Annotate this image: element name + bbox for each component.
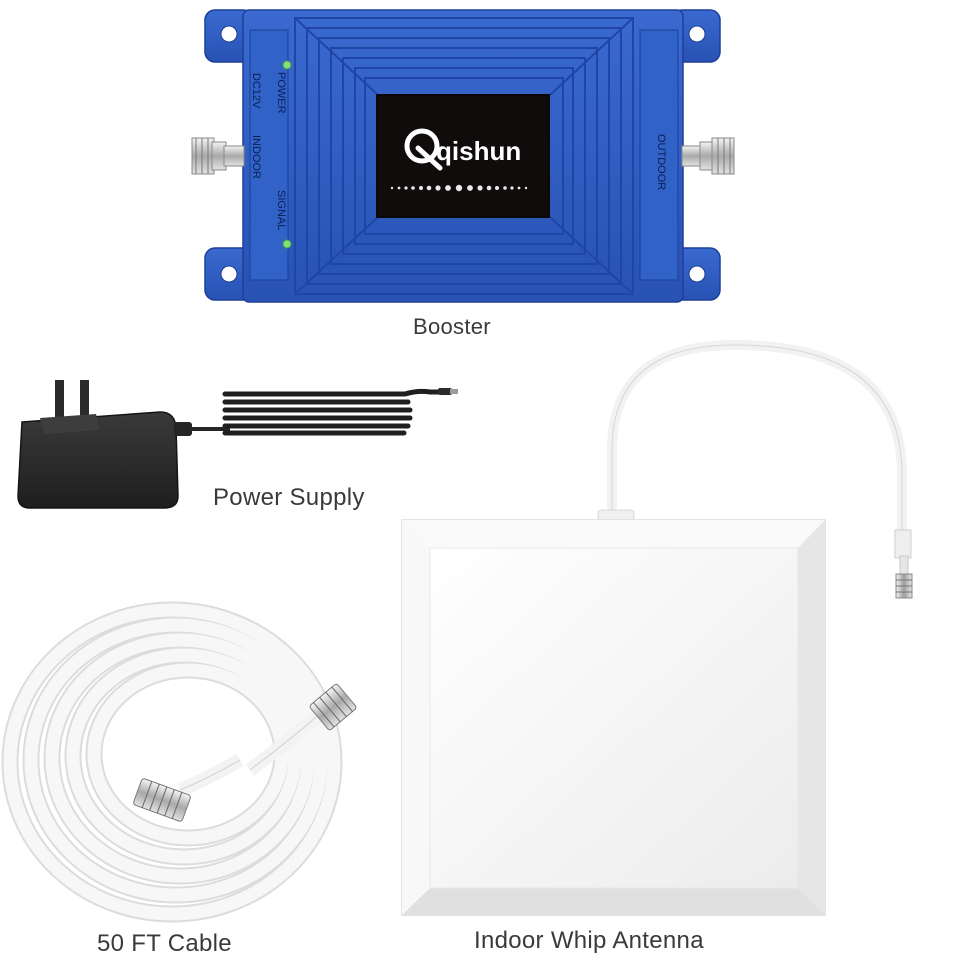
plug-prong-icon — [55, 380, 64, 428]
cable-connector-icon — [133, 778, 191, 822]
dc12v-label: DC12V — [250, 73, 262, 109]
booster-brand-text: qishun — [436, 136, 521, 166]
booster-heat-ridges — [294, 17, 634, 295]
indoor-label: INDOOR — [250, 135, 262, 179]
power-supply-caption: Power Supply — [213, 484, 365, 511]
signal-dots-indicator — [390, 184, 528, 192]
booster-caption: Booster — [413, 314, 491, 339]
indoor-antenna — [401, 339, 913, 916]
mount-hole-icon — [220, 25, 706, 283]
antenna-connector-icon — [894, 529, 913, 599]
indoor-connector-icon — [191, 137, 245, 175]
signal-led-icon — [282, 239, 292, 249]
dc-plug-icon — [438, 388, 452, 395]
power-label: POWER — [275, 72, 287, 114]
antenna-caption: Indoor Whip Antenna — [474, 927, 704, 954]
outdoor-connector-icon — [681, 137, 735, 175]
signal-label: SIGNAL — [275, 190, 287, 230]
cable-connector-icon — [309, 683, 357, 731]
power-supply-adapter — [17, 380, 458, 509]
outdoor-label: OUTDOOR — [655, 134, 667, 190]
booster-device: qishun DC12V POWER INDOOR SIGNAL OUTDOOR — [191, 9, 735, 303]
power-cord-coil — [222, 388, 443, 436]
cable-caption: 50 FT Cable — [97, 930, 232, 957]
power-led-icon — [282, 60, 292, 70]
coaxial-cable-coil — [1, 601, 357, 923]
antenna-cable — [607, 339, 907, 540]
booster-display — [376, 94, 550, 218]
qishun-logo-icon — [404, 128, 443, 171]
plug-prong-icon — [80, 380, 89, 428]
